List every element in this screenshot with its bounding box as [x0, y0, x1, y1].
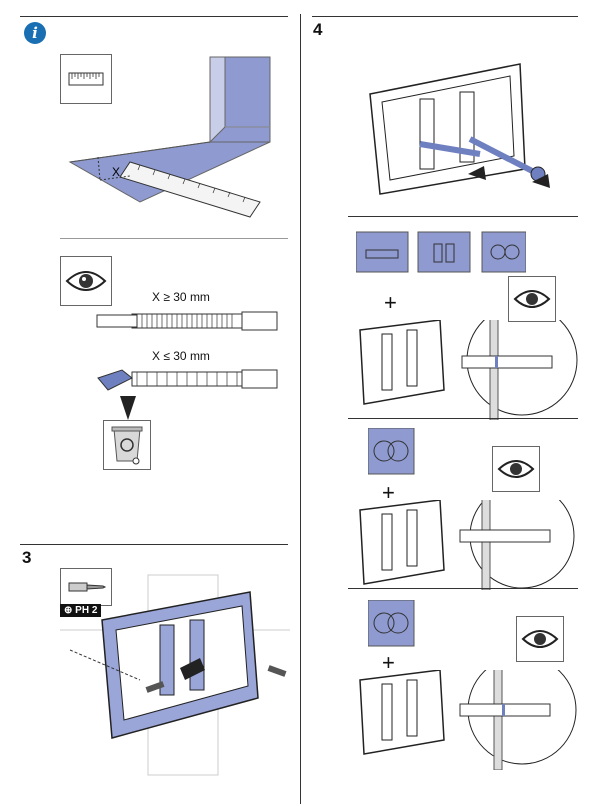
- plus-sign-3: +: [382, 650, 395, 675]
- screwdriver-icon: [68, 582, 107, 592]
- step4-rule-1: [348, 216, 578, 217]
- x-measure-label: X: [112, 165, 120, 179]
- info-top-rule: [20, 16, 288, 17]
- flush-plates-row: [356, 231, 526, 273]
- eye-icon-box-step4a: [508, 276, 556, 322]
- info-icon: i: [24, 22, 46, 44]
- plus-sign-2: +: [382, 480, 395, 505]
- recycle-pointer: [120, 396, 136, 420]
- frame-detail-1: [359, 320, 578, 420]
- short-bolt-illustration: [97, 369, 278, 391]
- flush-plate-round-1: [368, 428, 415, 475]
- frame-detail-3: [359, 670, 577, 770]
- step4-rule-3: [348, 588, 578, 589]
- eye-icon: [521, 630, 559, 648]
- flush-plate-round-2: [368, 600, 415, 647]
- step4-frame-illustration: [369, 63, 550, 195]
- measure-le-label: X ≤ 30 mm: [152, 349, 210, 363]
- ruler-icon-box: [60, 54, 112, 104]
- step4-number: 4: [313, 20, 323, 39]
- eye-icon-box-step4b: [492, 446, 540, 492]
- frame-detail-2: [359, 500, 575, 590]
- plus-sign-1: +: [384, 290, 397, 315]
- ruler-icon: [68, 72, 104, 86]
- screwdriver-icon-box: [60, 568, 112, 606]
- recycle-bin-box: [103, 420, 151, 470]
- step3-number: 3: [22, 548, 32, 567]
- step3-frame-illustration: [60, 574, 290, 776]
- measure-ge-label: X ≥ 30 mm: [152, 290, 210, 304]
- step4-rule-2: [348, 418, 578, 419]
- step4-top-rule: [312, 16, 578, 17]
- eye-icon: [497, 460, 535, 478]
- eye-icon-box: [60, 256, 112, 306]
- recycle-bin-icon: [111, 426, 143, 465]
- info-mid-rule: [60, 238, 288, 239]
- step3-top-rule: [20, 544, 288, 545]
- eye-icon-box-step4c: [516, 616, 564, 662]
- eye-icon: [513, 290, 551, 308]
- wall-measure-illustration: X: [68, 56, 271, 218]
- ph2-badge: ⊕ PH 2: [60, 604, 102, 617]
- long-bolt-illustration: [96, 311, 278, 331]
- column-divider: [300, 14, 301, 804]
- eye-icon: [65, 271, 107, 291]
